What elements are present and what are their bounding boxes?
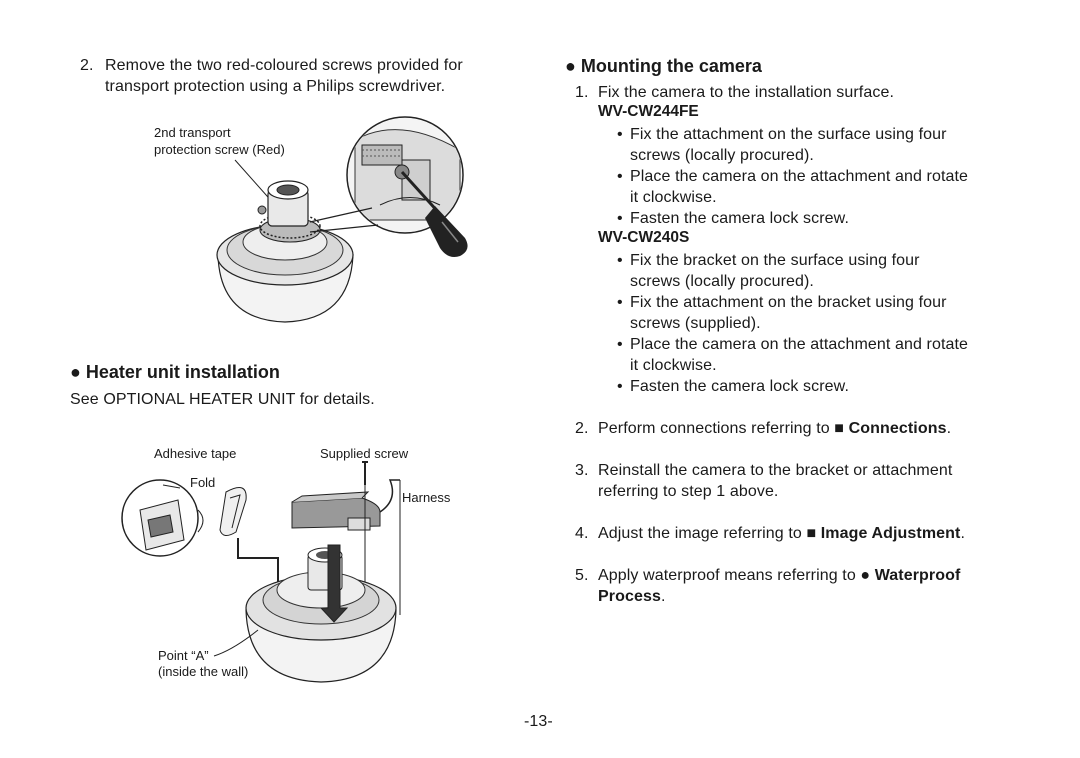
step-2-line-1: Remove the two red-coloured screws provi… — [105, 57, 463, 74]
fig1-label-line-2: protection screw (Red) — [154, 142, 285, 157]
image-adjustment-reference: Image Adjustment — [820, 525, 961, 542]
heater-section-heading: ● Heater unit installation — [70, 361, 280, 383]
heater-text: See OPTIONAL HEATER UNIT for details. — [70, 391, 375, 408]
fig2-harness-label: Harness — [402, 490, 451, 505]
mount-step-2-text: Perform connections referring to ■ Conne… — [598, 420, 952, 437]
fig2-screw-label: Supplied screw — [320, 446, 409, 461]
cw240s-bullet-2: • Fix the attachment on the bracket usin… — [617, 294, 947, 332]
cw240s-bullet-4: • Fasten the camera lock screw. — [617, 378, 849, 395]
cw240s-bullet-3: • Place the camera on the attachment and… — [617, 336, 969, 374]
mount-step-3-number: 3. — [575, 462, 589, 479]
mount-step-1-number: 1. — [575, 84, 589, 101]
fig2-point-label-2: (inside the wall) — [158, 664, 248, 679]
connections-reference: Connections — [848, 420, 947, 437]
mount-step-3-line-2: referring to step 1 above. — [598, 483, 779, 500]
mounting-title: Mounting the camera — [580, 56, 762, 76]
mount-step-5-line-2: Process. — [598, 588, 666, 605]
process-reference: Process — [598, 588, 661, 605]
mount-step-4-text: Adjust the image referring to ■ Image Ad… — [598, 525, 965, 542]
mount-step-4-number: 4. — [575, 525, 589, 542]
circle-bullet-icon: ● — [860, 567, 871, 584]
mounting-bullet: ● — [565, 56, 576, 76]
waterproof-reference: Waterproof — [874, 567, 961, 584]
mount-step-2-number: 2. — [575, 420, 589, 437]
model-wv-cw240s: WV-CW240S — [598, 229, 690, 246]
figure-transport-screw: 2nd transport protection screw (Red) — [154, 116, 468, 323]
mount-step-1-text: Fix the camera to the installation surfa… — [598, 84, 894, 101]
cw244fe-bullet-3: • Fasten the camera lock screw. — [617, 210, 849, 227]
fig2-fold-label: Fold — [190, 475, 215, 490]
heater-title: Heater unit installation — [85, 362, 280, 382]
step-2-line-2: transport protection using a Philips scr… — [105, 78, 446, 95]
step-2-number: 2. — [80, 57, 94, 74]
cw240s-bullet-1: • Fix the bracket on the surface using f… — [617, 252, 920, 290]
heater-bullet: ● — [70, 362, 81, 382]
fig1-label-line-1: 2nd transport — [154, 125, 231, 140]
cw244fe-bullet-2: • Place the camera on the attachment and… — [617, 168, 969, 206]
figure-heater-installation: Adhesive tape Supplied screw Fold Harnes… — [121, 446, 451, 683]
fig2-adhesive-label: Adhesive tape — [154, 446, 236, 461]
mount-step-5-number: 5. — [575, 567, 589, 584]
square-bullet-icon: ■ — [834, 420, 845, 437]
square-bullet-icon: ■ — [806, 525, 817, 542]
fig2-point-label-1: Point “A” — [158, 648, 209, 663]
mounting-section-heading: ● Mounting the camera — [565, 55, 762, 77]
mount-step-5-line-1: Apply waterproof means referring to ● Wa… — [598, 567, 961, 584]
mount-step-3-line-1: Reinstall the camera to the bracket or a… — [598, 462, 953, 479]
model-wv-cw244fe: WV-CW244FE — [598, 103, 699, 120]
cw244fe-bullet-1: • Fix the attachment on the surface usin… — [617, 126, 947, 164]
page-number: -13- — [524, 713, 553, 730]
